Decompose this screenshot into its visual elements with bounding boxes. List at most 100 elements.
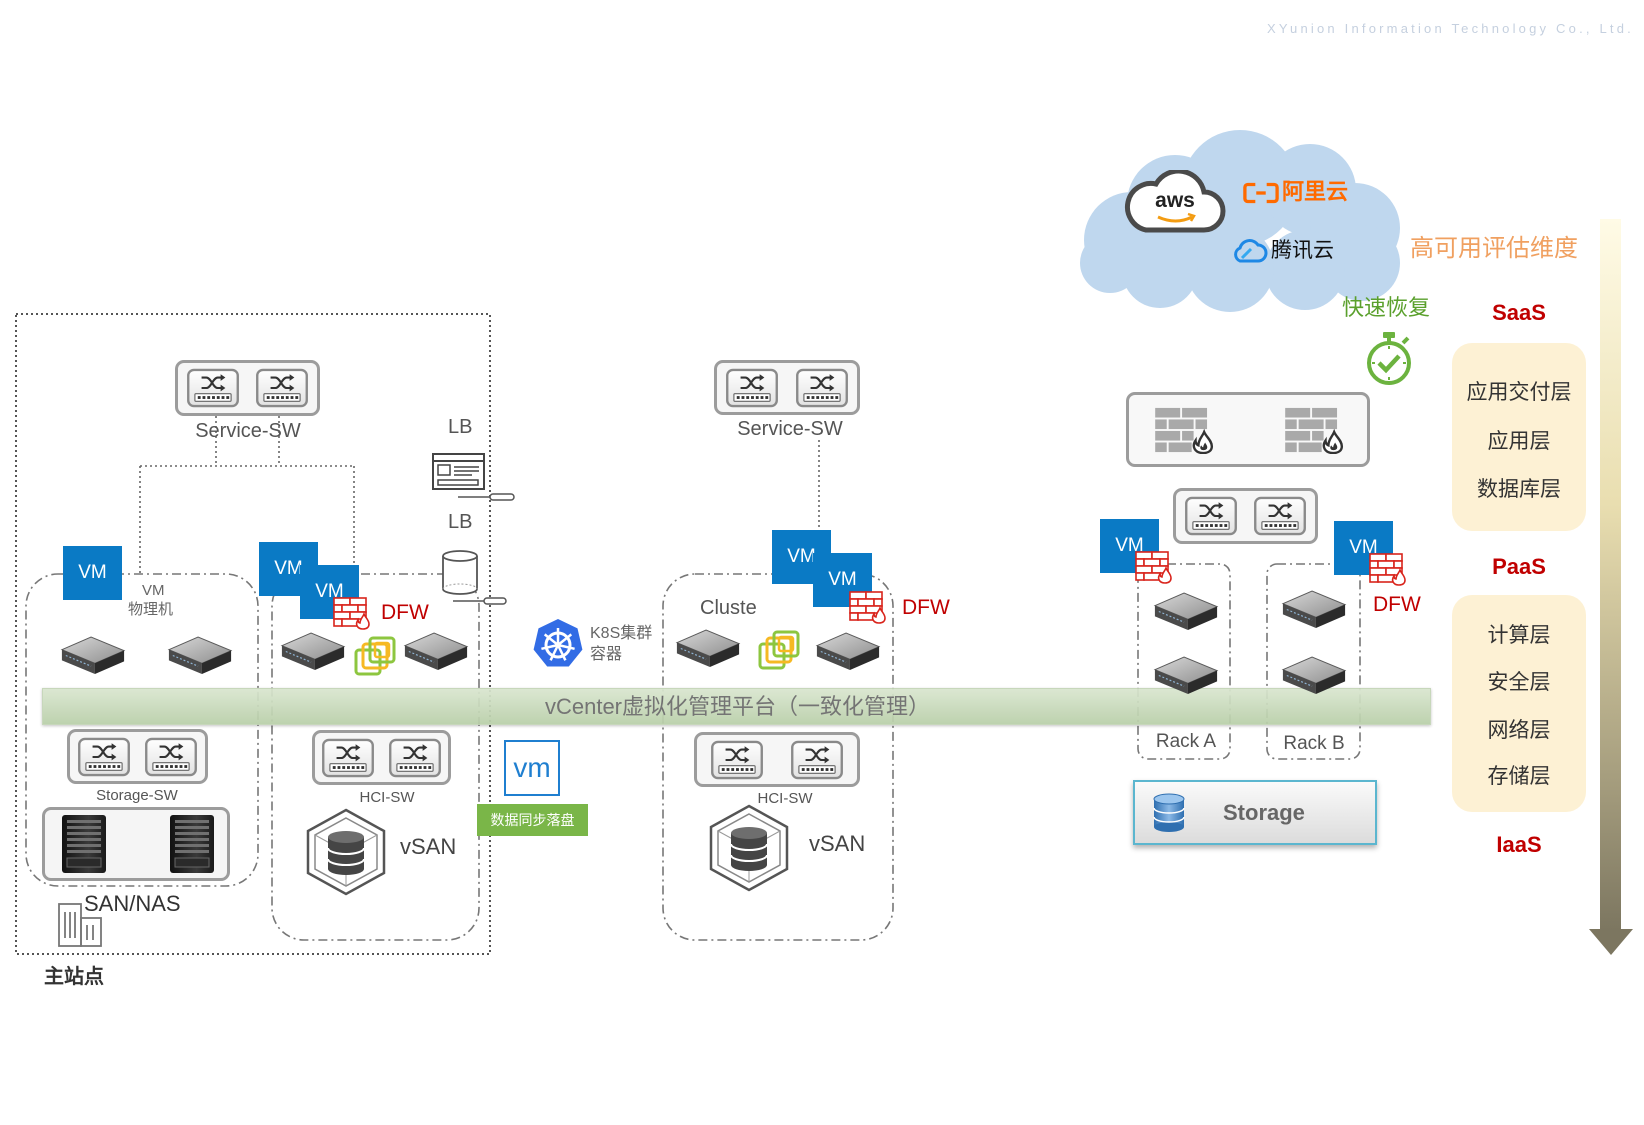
load-balancer-db-icon[interactable]: [440, 548, 481, 598]
building-icon: [58, 903, 102, 947]
switch-icon: [388, 738, 442, 778]
rack-core-switch[interactable]: [1173, 488, 1318, 544]
dfw-firewall-icon: [848, 590, 888, 624]
switch-icon: [255, 368, 309, 408]
lb-label-bottom: LB: [448, 511, 473, 533]
cloud-icon: [1080, 130, 1400, 312]
perimeter-firewall-pair[interactable]: [1126, 392, 1370, 467]
switch-icon: [144, 737, 198, 777]
paas-item-storage: 存储层: [1487, 765, 1551, 788]
vsphere-icon: [353, 634, 399, 680]
cluster-server-icon[interactable]: [674, 624, 742, 673]
replication-label: 数据同步落盘: [490, 812, 575, 828]
main-site-title: 主站点: [44, 966, 104, 988]
ha-dimension-title: 高可用评估维度: [1410, 235, 1578, 262]
cluster-label: Cluste: [700, 597, 757, 619]
dimension-arrow-shaft: [1600, 219, 1621, 931]
cluster-hci-switch[interactable]: [694, 732, 860, 787]
vsphere-icon: [757, 628, 803, 674]
vm-host-server-icon[interactable]: [279, 627, 347, 676]
rack-a-group: [1137, 563, 1231, 760]
paas-item-security: 安全层: [1487, 671, 1551, 694]
firewall-icon: [1283, 406, 1345, 454]
iaas-label: IaaS: [1496, 832, 1542, 857]
saas-item-database: 数据库层: [1477, 478, 1561, 501]
main-site-boundary: [15, 313, 491, 955]
rack-dfw-label: DFW: [1373, 593, 1421, 616]
switch-icon: [1184, 496, 1238, 536]
vm-host-group: [271, 573, 480, 941]
rack-b-server-icon[interactable]: [1280, 585, 1348, 634]
k8s-cluster-label: K8S集群: [590, 625, 653, 642]
replication-badge: 数据同步落盘: [477, 804, 588, 836]
main-hci-switch[interactable]: [312, 730, 451, 785]
main-hci-switch-label: HCI-SW: [359, 789, 415, 806]
dfw-firewall-icon: [1134, 550, 1174, 584]
cluster-vsan-label: vSAN: [809, 831, 866, 856]
aws-logo: aws: [1120, 170, 1230, 238]
aliyun-logo-icon: [1243, 182, 1279, 204]
tencent-label: 腾讯云: [1271, 239, 1334, 262]
cluster-service-switch[interactable]: [714, 360, 860, 415]
fast-recovery-label: 快速恢复: [1342, 295, 1431, 320]
saas-layer-box: 应用交付层 应用层 数据库层: [1452, 343, 1586, 531]
paas-item-compute: 计算层: [1487, 624, 1551, 647]
company-watermark: XYunion Information Technology Co., Ltd.: [1267, 21, 1634, 36]
saas-item-application: 应用层: [1487, 430, 1551, 453]
physical-server-icon[interactable]: [166, 631, 234, 680]
kubernetes-icon[interactable]: [531, 617, 585, 671]
vm-host-server-icon[interactable]: [402, 627, 470, 676]
paas-label: PaaS: [1492, 554, 1546, 579]
vm-host-dfw-label: DFW: [381, 601, 429, 624]
k8s-container-label: 容器: [590, 646, 623, 663]
switch-icon: [186, 368, 240, 408]
cluster-hci-switch-label: HCI-SW: [757, 790, 813, 807]
physical-vm-box[interactable]: VM: [63, 546, 122, 600]
storage-switch[interactable]: [67, 729, 208, 784]
vm-host-vm-2[interactable]: VM: [300, 565, 359, 619]
rack-b-group: [1266, 563, 1361, 760]
tencent-cloud-icon: [1234, 239, 1268, 263]
lb-label-top: LB: [448, 416, 473, 438]
vsan-icon[interactable]: [301, 807, 391, 897]
lb-form-cable: [458, 493, 515, 501]
physical-server-icon[interactable]: [59, 631, 127, 680]
vcenter-label: vCenter虚拟化管理平台（一致化管理）: [544, 694, 931, 719]
storage-label: Storage: [1223, 800, 1305, 825]
saas-label: SaaS: [1492, 300, 1546, 325]
switch-icon: [77, 737, 131, 777]
main-service-switch[interactable]: [175, 360, 320, 416]
database-icon: [1153, 793, 1185, 832]
switch-icon: [725, 368, 779, 408]
cluster-server-icon[interactable]: [814, 627, 882, 676]
aliyun-label: 阿里云: [1282, 179, 1349, 204]
physical-caption-host: 物理机: [128, 601, 174, 618]
aws-cloud-icon: [1124, 170, 1226, 233]
rack-a-server-icon[interactable]: [1152, 587, 1220, 636]
load-balancer-form-icon[interactable]: [432, 453, 485, 490]
switch-icon: [710, 740, 764, 780]
paas-item-network: 网络层: [1487, 719, 1551, 742]
rack-b-server-icon[interactable]: [1280, 651, 1348, 700]
saas-item-delivery: 应用交付层: [1466, 381, 1572, 404]
dfw-firewall-icon: [332, 596, 372, 630]
physical-caption-vm: VM: [142, 582, 165, 599]
lb-db-cable: [453, 597, 507, 605]
san-nas-array[interactable]: [42, 807, 230, 881]
vcenter-management-band[interactable]: vCenter虚拟化管理平台（一致化管理）: [42, 688, 1431, 725]
paas-layer-box: 计算层 安全层 网络层 存储层: [1452, 595, 1586, 812]
vsan-icon[interactable]: [704, 803, 794, 893]
san-nas-label: SAN/NAS: [84, 891, 181, 916]
cluster-service-switch-label: Service-SW: [737, 418, 843, 440]
firewall-icon: [1153, 406, 1215, 454]
shared-storage-box[interactable]: Storage: [1133, 780, 1377, 845]
dfw-firewall-icon: [1368, 552, 1408, 586]
vmware-logo: vm: [504, 740, 560, 796]
main-vsan-label: vSAN: [400, 834, 457, 859]
rack-b-label: Rack B: [1283, 733, 1345, 754]
stopwatch-icon: [1367, 332, 1411, 385]
rack-a-label: Rack A: [1155, 731, 1217, 752]
rack-a-server-icon[interactable]: [1152, 651, 1220, 700]
cluster-dfw-label: DFW: [902, 596, 950, 619]
